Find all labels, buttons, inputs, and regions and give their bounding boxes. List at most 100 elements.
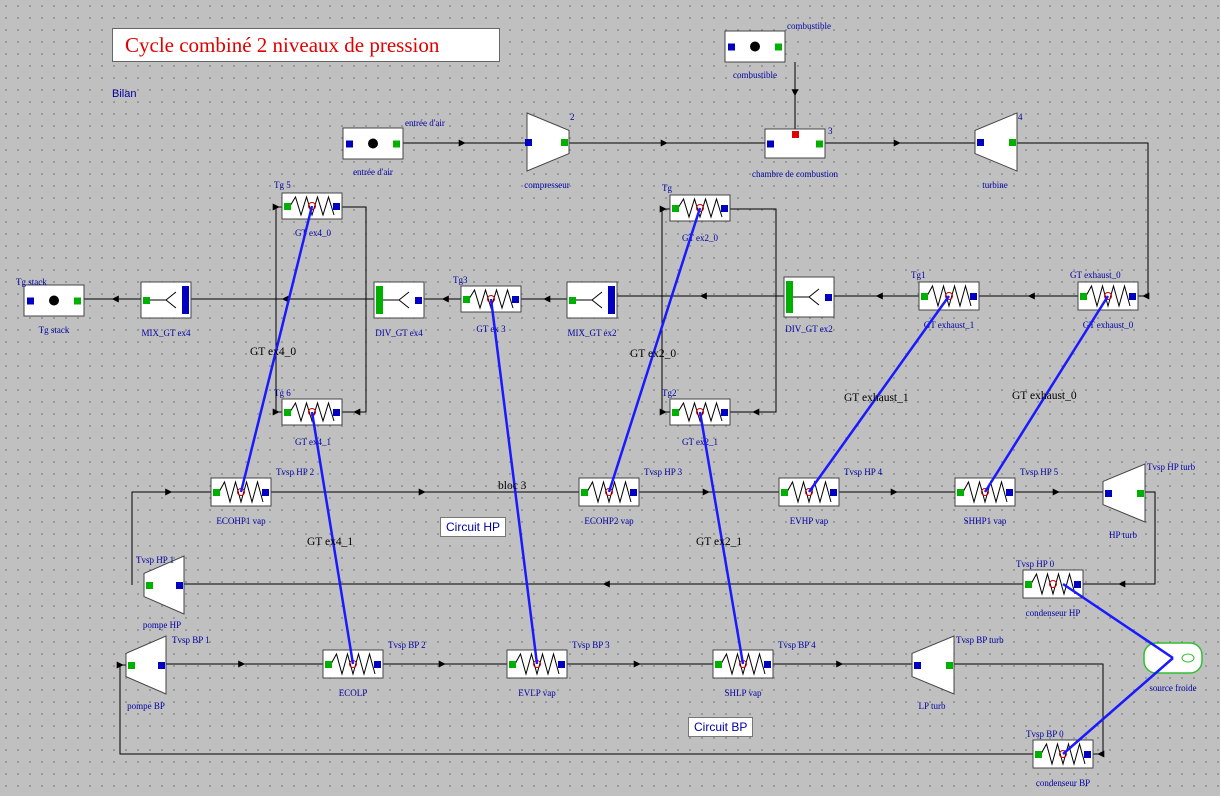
component-source_froide[interactable]: source froide bbox=[1143, 642, 1203, 693]
port[interactable] bbox=[825, 294, 832, 301]
port[interactable] bbox=[346, 140, 353, 148]
component-gt_ex4_1[interactable]: GT ex4_1Tg 6 bbox=[274, 388, 343, 447]
port[interactable] bbox=[781, 489, 788, 496]
port[interactable] bbox=[767, 140, 774, 148]
port[interactable] bbox=[1084, 751, 1091, 758]
coupling-line[interactable] bbox=[239, 205, 314, 493]
port[interactable] bbox=[325, 661, 332, 668]
coupling-line[interactable] bbox=[698, 411, 745, 665]
port[interactable] bbox=[1009, 139, 1016, 146]
component-title: 4 bbox=[1018, 112, 1023, 122]
port[interactable] bbox=[158, 662, 165, 669]
port[interactable] bbox=[1035, 751, 1042, 758]
port[interactable] bbox=[333, 409, 340, 416]
port[interactable] bbox=[284, 409, 291, 416]
port[interactable] bbox=[1025, 581, 1032, 588]
component-div_gt_ex2[interactable]: DIV_GT ex2 bbox=[783, 276, 835, 334]
port[interactable] bbox=[558, 661, 565, 668]
port[interactable] bbox=[970, 293, 977, 300]
port[interactable] bbox=[721, 205, 728, 212]
component-mix_gt_ex2[interactable]: MIX_GT ex2 bbox=[566, 281, 618, 338]
port[interactable] bbox=[374, 661, 381, 668]
component-title: Tvsp BP 3 bbox=[572, 640, 610, 650]
component-gt_ex2_0[interactable]: GT ex2_0Tg bbox=[662, 183, 731, 243]
port[interactable] bbox=[463, 296, 470, 303]
component-gt_ex4_0[interactable]: GT ex4_0Tg 5 bbox=[274, 180, 343, 238]
port[interactable] bbox=[715, 661, 722, 668]
coupling-line[interactable] bbox=[310, 411, 355, 665]
port[interactable] bbox=[764, 661, 771, 668]
component-gt_exhaust_0[interactable]: GT exhaust_0GT exhaust_0 bbox=[1070, 270, 1139, 330]
port[interactable] bbox=[721, 409, 728, 416]
port[interactable] bbox=[1129, 293, 1136, 300]
port[interactable] bbox=[957, 489, 964, 496]
port[interactable] bbox=[921, 293, 928, 300]
port[interactable] bbox=[27, 297, 34, 305]
port[interactable] bbox=[128, 662, 135, 669]
port[interactable] bbox=[213, 489, 220, 496]
port[interactable] bbox=[561, 139, 568, 146]
port[interactable] bbox=[1074, 581, 1081, 588]
coupling-line[interactable] bbox=[983, 295, 1110, 493]
port[interactable] bbox=[728, 43, 735, 51]
port[interactable] bbox=[176, 582, 183, 589]
port[interactable] bbox=[1105, 490, 1112, 497]
port[interactable] bbox=[672, 205, 679, 212]
circuit-hp-frame[interactable]: Circuit HP bbox=[440, 517, 507, 537]
port[interactable] bbox=[816, 140, 823, 148]
port[interactable] bbox=[284, 203, 291, 210]
port[interactable] bbox=[146, 582, 153, 589]
coupling-line[interactable] bbox=[1062, 582, 1174, 660]
coupling-line[interactable] bbox=[489, 298, 539, 665]
port[interactable] bbox=[946, 662, 953, 669]
port[interactable] bbox=[630, 489, 637, 496]
coupling-line[interactable] bbox=[1062, 657, 1174, 755]
port[interactable] bbox=[1006, 489, 1013, 496]
port[interactable] bbox=[333, 203, 340, 210]
port[interactable] bbox=[262, 489, 269, 496]
port[interactable] bbox=[830, 489, 837, 496]
port[interactable] bbox=[415, 297, 422, 304]
component-mix_gt_ex4[interactable]: MIX_GT ex4 bbox=[140, 281, 192, 338]
port[interactable] bbox=[1137, 490, 1144, 497]
coupling-line[interactable] bbox=[607, 207, 702, 493]
port[interactable] bbox=[509, 661, 516, 668]
port[interactable] bbox=[74, 297, 81, 305]
port[interactable] bbox=[672, 409, 679, 416]
port[interactable] bbox=[977, 139, 984, 146]
port[interactable] bbox=[1080, 293, 1087, 300]
port[interactable] bbox=[393, 140, 400, 148]
bilan-link[interactable]: Bilan bbox=[112, 88, 137, 100]
port[interactable] bbox=[569, 297, 576, 304]
coupling-line[interactable] bbox=[807, 295, 951, 493]
port[interactable] bbox=[525, 139, 532, 146]
component-div_gt_ex4[interactable]: DIV_GT ex4 bbox=[373, 281, 425, 338]
port[interactable] bbox=[581, 489, 588, 496]
circuit-bp-frame[interactable]: Circuit BP bbox=[688, 717, 754, 737]
port[interactable] bbox=[512, 296, 519, 303]
component-label: SHLP vap bbox=[725, 688, 762, 698]
port[interactable] bbox=[143, 297, 150, 304]
port[interactable] bbox=[775, 43, 782, 51]
port[interactable] bbox=[914, 662, 921, 669]
